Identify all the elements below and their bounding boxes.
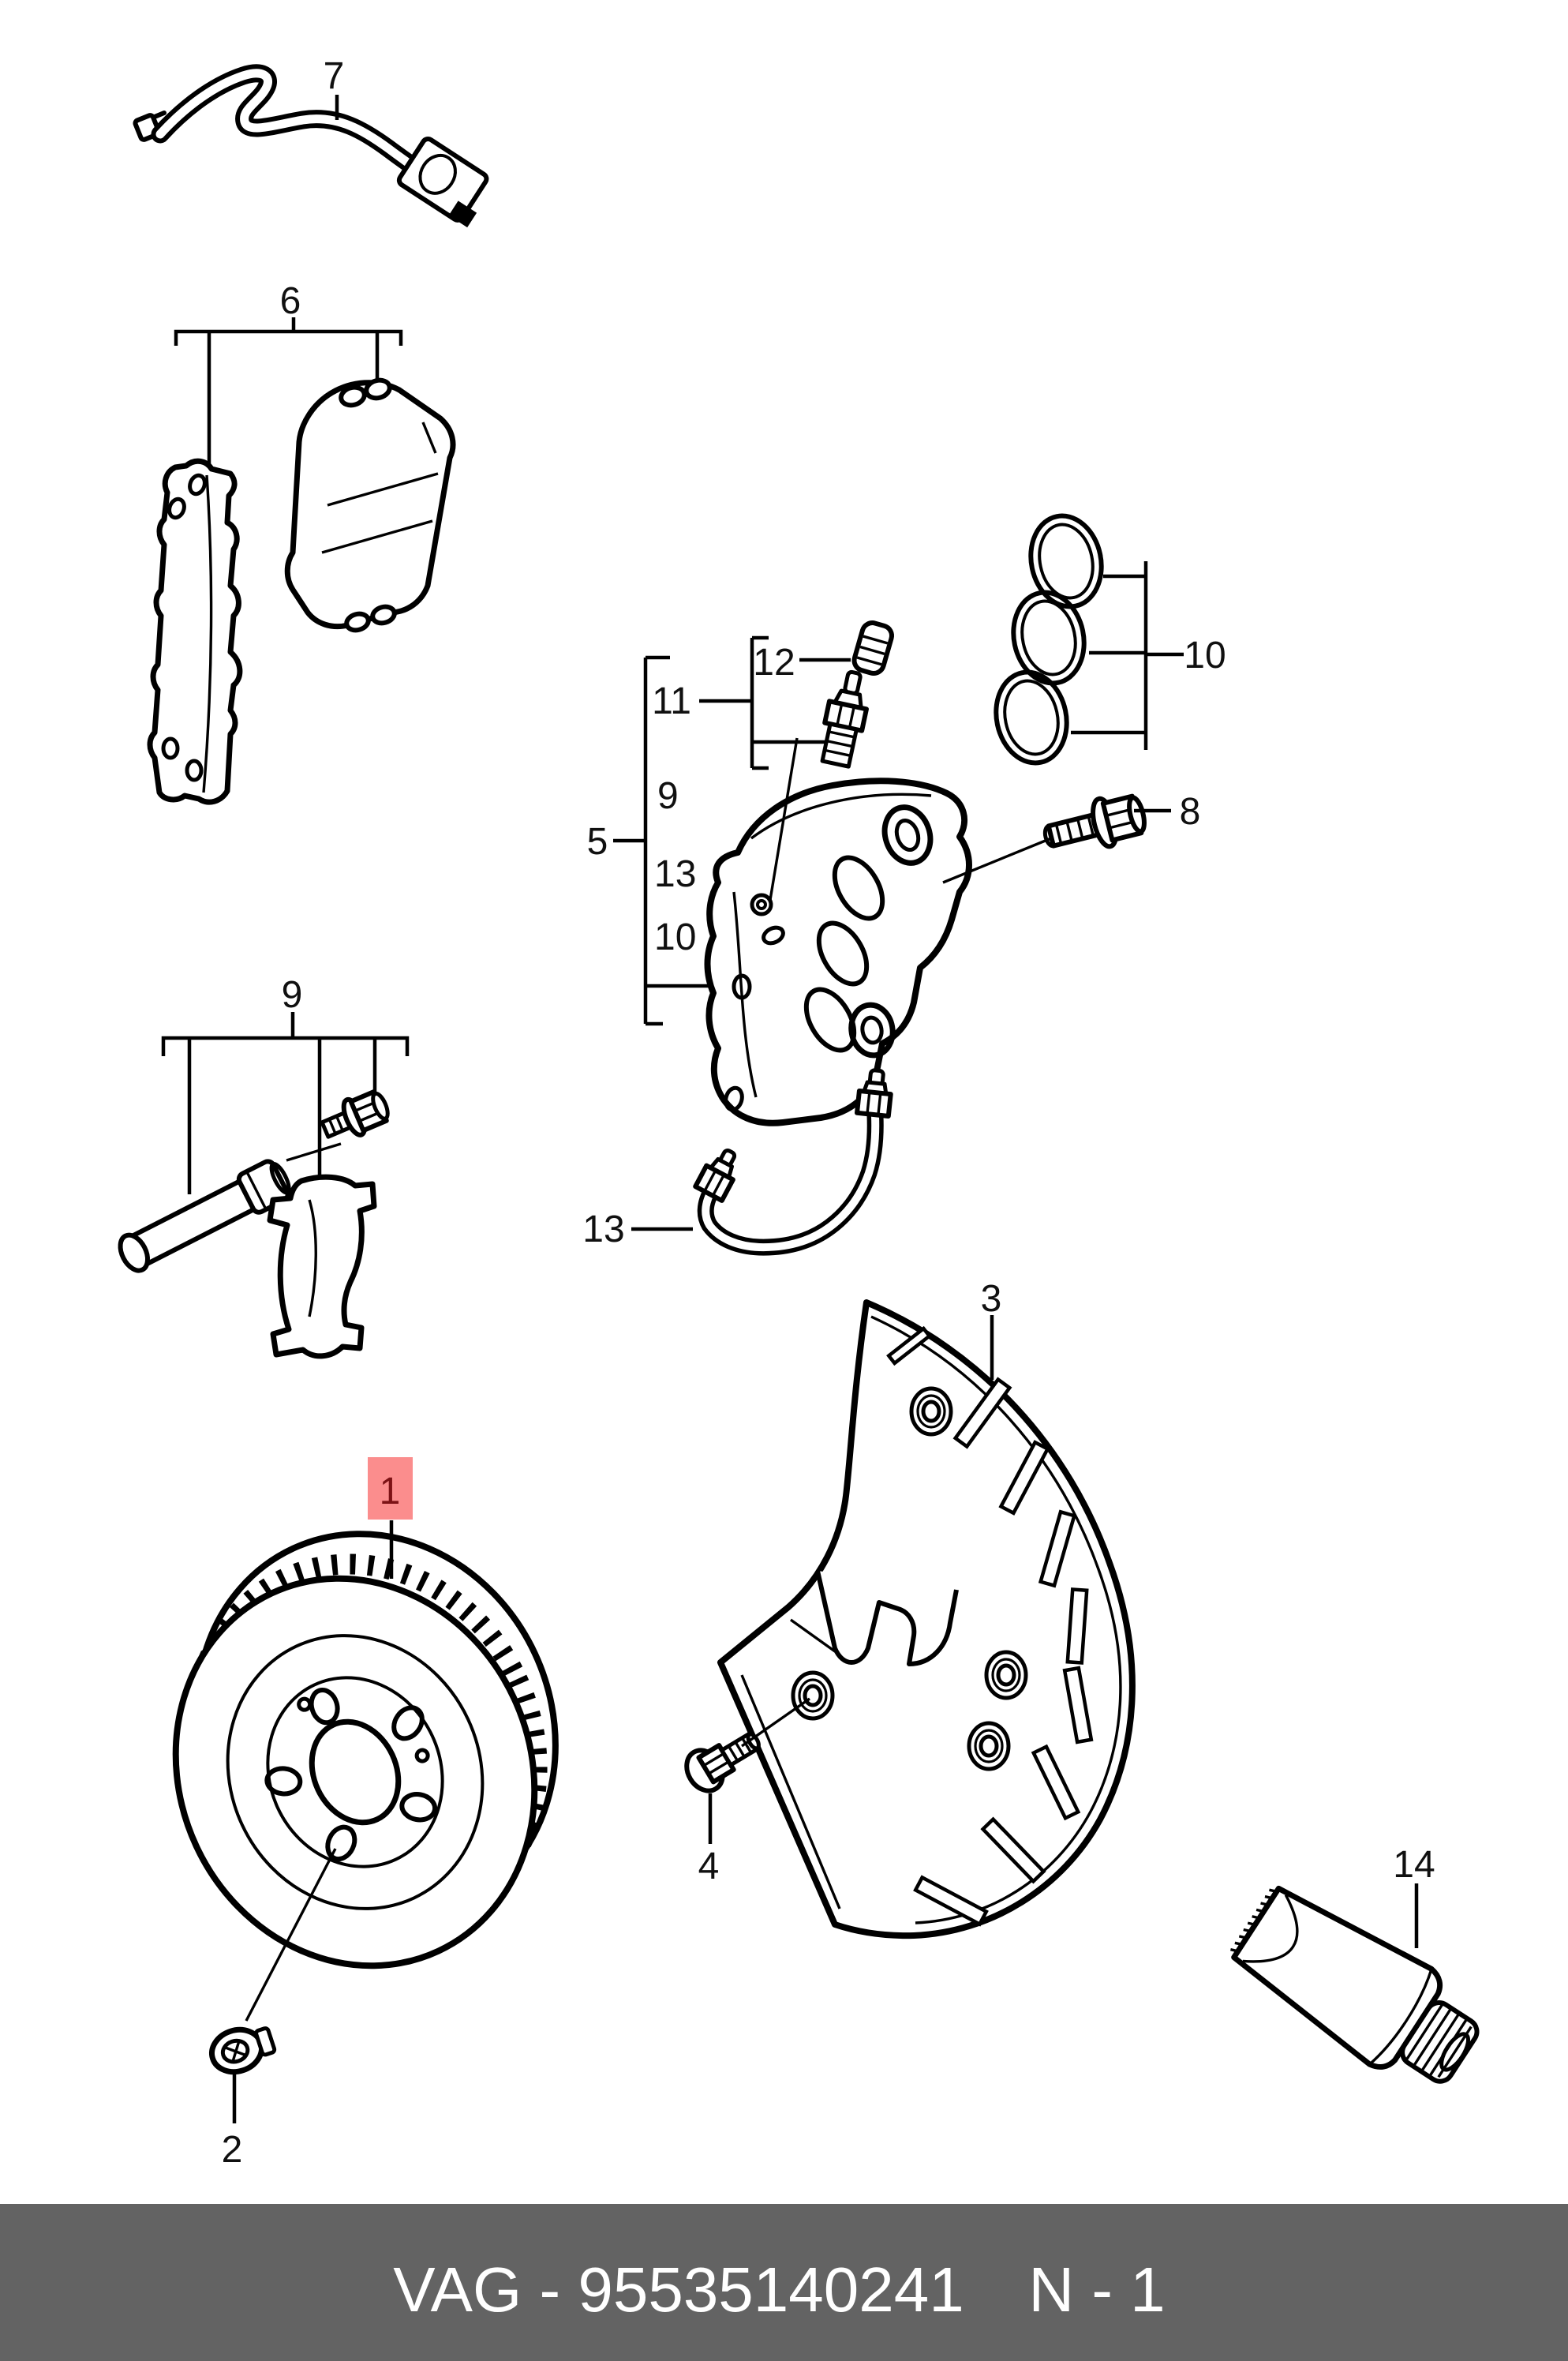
callout-caliper-kit[interactable]: 5: [587, 821, 608, 863]
shield-slot: [1031, 1744, 1081, 1821]
caliper-kit-bracket: [613, 655, 713, 1026]
callout-disc-screw[interactable]: 2: [222, 2129, 243, 2171]
footer-background: [0, 2204, 1568, 2361]
callout-kit-item-10[interactable]: 10: [654, 916, 696, 958]
seal-rings: [994, 513, 1184, 766]
caliper: [704, 737, 972, 1126]
seal-ring: [1011, 590, 1087, 686]
callout-seal-rings[interactable]: 10: [1184, 635, 1226, 676]
brake-pad-outer: [147, 458, 243, 805]
callout-grease-tube[interactable]: 14: [1393, 1844, 1435, 1886]
callout-splash-shield[interactable]: 3: [981, 1278, 1002, 1320]
callout-shield-bolt[interactable]: 4: [698, 1846, 720, 1887]
callout-caliper-bolt[interactable]: 8: [1180, 791, 1201, 833]
bleeder-valve: [820, 669, 869, 769]
callout-kit-item-9[interactable]: 9: [657, 775, 679, 817]
wear-sensor-wire: [133, 64, 489, 228]
brake-disc: [172, 1531, 559, 1969]
footer-page-ref: N - 1: [1028, 2254, 1165, 2325]
shield-slot: [980, 1816, 1046, 1884]
bolt8-axis-line: [942, 837, 1052, 884]
shield-grommet: [967, 1721, 1011, 1771]
shield-grommet: [984, 1650, 1028, 1700]
disc-screw: [209, 2026, 277, 2075]
callout-wear-sensor[interactable]: 7: [324, 55, 345, 97]
callout-dust-cap[interactable]: 12: [753, 642, 795, 684]
shield-grommet: [909, 1386, 953, 1437]
footer-bar: VAG - 95535140241 N - 1: [0, 2204, 1568, 2361]
shield-slot: [1062, 1666, 1094, 1745]
caliper-bolt: [1042, 793, 1147, 849]
brake-pad-inner: [284, 377, 456, 633]
shield-slot: [913, 1875, 989, 1927]
pin-axis-line: [286, 1142, 342, 1162]
bolt4-axis-line: [741, 1697, 810, 1748]
seal-ring: [1028, 513, 1104, 609]
shield-grommet: [791, 1670, 835, 1721]
footer-catalog-code: VAG - 95535140241: [393, 2254, 964, 2325]
callout-kit-item-13[interactable]: 13: [654, 853, 696, 895]
pad-damper-plate: [267, 1174, 377, 1359]
splash-shield: [717, 1299, 1136, 1939]
shield-slot: [1038, 1509, 1077, 1588]
bleeder-bracket: [699, 635, 851, 770]
pad-retainer-bolt: [320, 1089, 390, 1139]
highlight-box[interactable]: [368, 1457, 413, 1520]
bleeder-dust-cap: [851, 620, 895, 676]
shield-bolt: [684, 1731, 761, 1793]
shield-slot: [998, 1440, 1050, 1516]
brake-hose: [693, 1068, 893, 1256]
shield-slot: [1065, 1587, 1089, 1665]
seal-ring: [994, 669, 1069, 766]
shield-slot: [886, 1325, 932, 1366]
shield-slot: [952, 1377, 1012, 1449]
callout-brake-disc[interactable]: 1: [380, 1471, 401, 1512]
bracket-6: [174, 317, 403, 474]
callout-brake-hose[interactable]: 13: [582, 1209, 624, 1250]
screw-axis-line: [245, 1848, 337, 2022]
wear-sensor-connector: [396, 137, 489, 228]
callout-brake-pads[interactable]: 6: [280, 280, 301, 322]
grease-tube: [1230, 1885, 1480, 2084]
callout-guide-pin-kit[interactable]: 9: [282, 974, 303, 1016]
callout-bleed-valve[interactable]: 11: [652, 680, 691, 722]
